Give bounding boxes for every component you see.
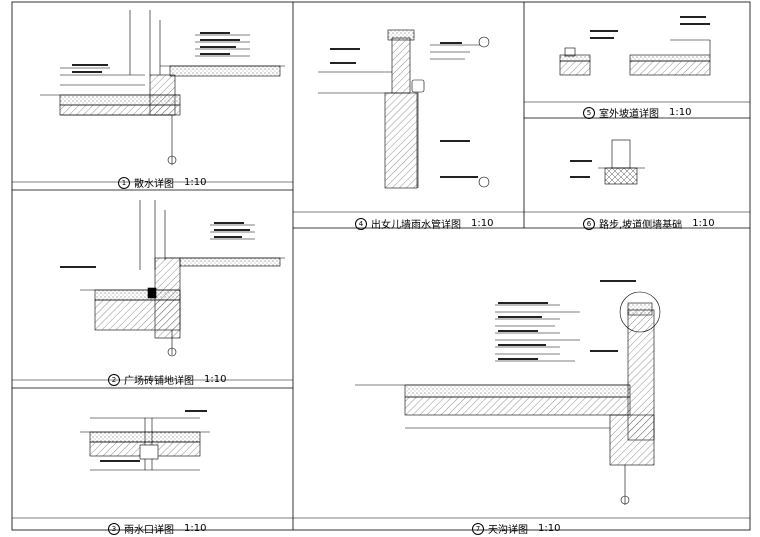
detail-5-notes <box>590 16 710 39</box>
detail-7-scale: 1:10 <box>538 523 561 534</box>
detail-7-drawing <box>355 291 661 505</box>
detail-4-drawing <box>318 29 490 189</box>
detail-2-number: 2 <box>108 373 120 386</box>
detail-2-scale: 1:10 <box>204 374 227 385</box>
detail-7-notes <box>498 280 636 360</box>
detail-5-scale: 1:10 <box>669 107 692 118</box>
detail-1-notes <box>72 32 240 73</box>
detail-4-scale: 1:10 <box>471 218 494 229</box>
detail-1-title: 散水详图 <box>134 179 174 190</box>
detail-5-caption: 5 室外坡道详图 1:10 <box>583 105 691 120</box>
detail-6-notes <box>570 160 592 178</box>
detail-6-scale: 1:10 <box>692 218 715 229</box>
detail-6-number: 6 <box>583 217 595 230</box>
detail-2-drawing <box>80 200 285 357</box>
detail-3-drawing <box>80 417 210 471</box>
detail-1-drawing <box>40 10 285 165</box>
detail-4-notes <box>330 42 478 178</box>
detail-5-drawing <box>559 39 711 76</box>
detail-5-title: 室外坡道详图 <box>599 109 659 120</box>
detail-3-title: 雨水口详图 <box>124 525 174 536</box>
detail-3-number: 3 <box>108 522 120 535</box>
detail-3-scale: 1:10 <box>184 523 207 534</box>
detail-3-notes <box>100 410 207 462</box>
detail-6-title: 路步,坡道侧墙基础 <box>599 220 683 231</box>
sheet-frame <box>11 1 751 531</box>
detail-2-title: 广场砖铺地详图 <box>124 376 194 387</box>
detail-6-drawing <box>598 139 645 185</box>
detail-1-number: 1 <box>118 176 130 189</box>
detail-4-caption: 4 出女儿墙雨水管详图 1:10 <box>355 216 493 231</box>
detail-3-caption: 3 雨水口详图 1:10 <box>108 521 206 536</box>
detail-5-number: 5 <box>583 106 595 119</box>
detail-7-caption: 7 天沟详图 1:10 <box>472 521 560 536</box>
detail-4-title: 出女儿墙雨水管详图 <box>371 220 461 231</box>
detail-4-number: 4 <box>355 217 367 230</box>
detail-1-scale: 1:10 <box>184 177 207 188</box>
detail-7-title: 天沟详图 <box>488 525 528 536</box>
detail-1-caption: 1 散水详图 1:10 <box>118 175 206 190</box>
detail-6-caption: 6 路步,坡道侧墙基础 1:10 <box>583 216 715 231</box>
detail-7-number: 7 <box>472 522 484 535</box>
detail-2-notes <box>60 222 250 268</box>
detail-2-caption: 2 广场砖铺地详图 1:10 <box>108 372 226 387</box>
